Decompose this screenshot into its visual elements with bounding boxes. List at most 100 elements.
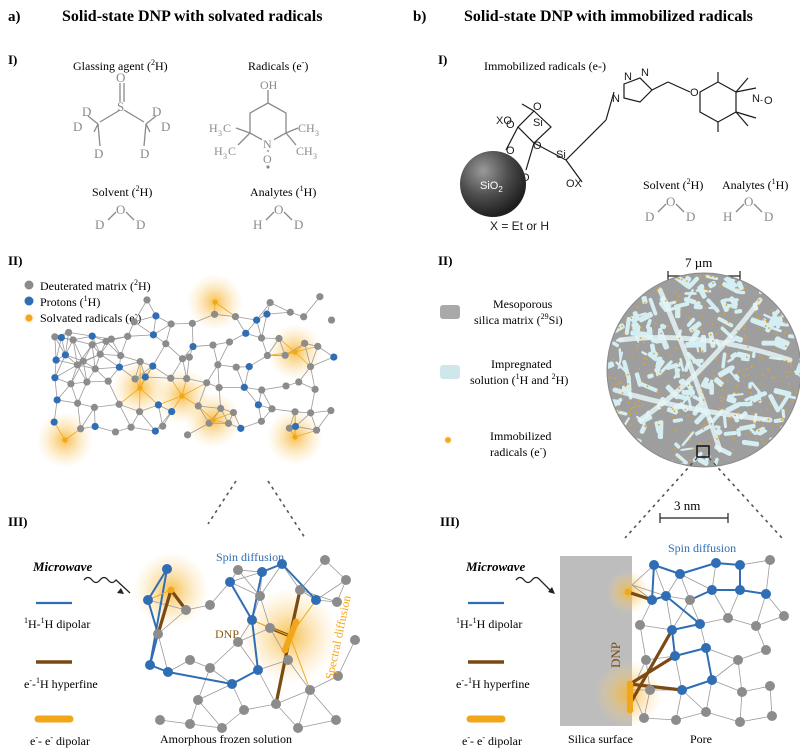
- panel-b-section-1: I): [438, 52, 447, 67]
- panel-a-section-1: I): [8, 52, 17, 67]
- deuterated-node: [229, 408, 238, 417]
- svg-text:O: O: [690, 87, 699, 99]
- deuterated-node: [104, 377, 112, 385]
- radical-node: [167, 586, 175, 594]
- deuterated-node: [327, 407, 335, 415]
- proton-node: [57, 333, 65, 342]
- deuterated-node: [225, 338, 234, 346]
- svg-text:D: D: [140, 146, 149, 161]
- svg-text:D: D: [82, 104, 91, 119]
- proton-node: [237, 424, 245, 432]
- deuterated-node: [136, 357, 144, 366]
- proton-node: [91, 422, 99, 431]
- svg-text:H: H: [253, 217, 262, 232]
- svg-text:CH: CH: [296, 144, 313, 158]
- legend-protons: Protons (1H): [40, 294, 100, 309]
- svg-text:S: S: [117, 99, 124, 114]
- svg-text:O: O: [521, 172, 530, 184]
- deuterated-node: [69, 336, 77, 344]
- svg-text:N: N: [624, 71, 632, 83]
- panel-b-section-3: III): [440, 514, 460, 529]
- deuterated-node: [183, 431, 192, 439]
- zoom-line-right-b: [708, 457, 783, 539]
- ox-label: OX: [566, 178, 583, 190]
- deuterated-node: [312, 426, 321, 434]
- panel-a-letter: a): [8, 9, 21, 25]
- proton-node: [154, 401, 162, 409]
- proton-node: [50, 418, 58, 426]
- radical-node: [179, 393, 185, 399]
- deuterated-node: [295, 378, 303, 386]
- deuterated-node: [143, 296, 151, 304]
- deuterated-node: [327, 316, 336, 324]
- legend-radicals: Solvated radicals (e-): [40, 310, 141, 325]
- deuterated-node: [77, 425, 85, 433]
- svg-text:O: O: [116, 70, 125, 85]
- svg-text:Impregnated: Impregnated: [491, 357, 552, 371]
- zoom-box: [696, 445, 710, 458]
- deuterated-node: [217, 404, 225, 413]
- svg-text:Si: Si: [533, 117, 543, 129]
- deuterated-node: [135, 408, 144, 416]
- radical-node: [626, 706, 634, 714]
- svg-text:O: O: [263, 152, 272, 166]
- spin-diffusion-label-a: Spin diffusion: [216, 550, 284, 564]
- svg-text:D: D: [136, 217, 145, 232]
- dmso-atoms: O S D D D D D D: [73, 70, 170, 161]
- deuterated-node: [127, 423, 135, 431]
- deuterated-node: [188, 319, 196, 327]
- proton-node: [141, 373, 149, 381]
- svg-text:-: -: [760, 95, 763, 105]
- svg-text:O: O: [666, 194, 675, 209]
- deuterated-node: [167, 374, 175, 382]
- deuterated-node: [314, 342, 322, 350]
- zoom-line-left-a: [207, 480, 237, 525]
- svg-text:D: D: [95, 217, 104, 232]
- deuterated-node: [124, 332, 132, 340]
- radical-node: [626, 680, 634, 688]
- deuterated-node: [107, 335, 115, 343]
- deuterated-node: [115, 400, 123, 408]
- radical-node: [292, 434, 298, 440]
- legend-deuterated: Deuterated matrix (2H): [40, 278, 151, 293]
- radical-node: [210, 417, 216, 423]
- svg-text:D: D: [161, 119, 170, 134]
- deuterated-node: [275, 334, 283, 343]
- microwave-label-b: Microwave: [465, 559, 525, 574]
- panel-a-title: Solid-state DNP with solvated radicals: [62, 8, 322, 25]
- silica-surface-label: Silica surface: [568, 732, 633, 746]
- radical-node: [137, 385, 143, 391]
- svg-text:H: H: [214, 144, 223, 158]
- deuterated-marker: [24, 280, 34, 290]
- deuterated-node: [83, 378, 91, 386]
- deuterated-node: [257, 417, 266, 425]
- proton-node: [263, 310, 271, 318]
- deuterated-node: [131, 375, 139, 383]
- silica-sphere: [460, 151, 526, 217]
- proton-node: [115, 363, 123, 371]
- radicals-label: Radicals (e-): [248, 58, 308, 73]
- panel-b-section-2: II): [438, 253, 452, 268]
- deuterated-node: [263, 351, 271, 360]
- deuterated-node: [291, 408, 299, 416]
- svg-text:N: N: [752, 93, 760, 105]
- panel-a-section-3: III): [8, 514, 28, 529]
- radical-node: [281, 646, 289, 654]
- svg-text:3: 3: [313, 152, 317, 161]
- deuterated-node: [167, 320, 175, 328]
- zoom-network-a: [133, 552, 360, 733]
- svg-text:D: D: [764, 209, 773, 224]
- radical-node: [292, 618, 300, 626]
- proton-node: [189, 342, 197, 351]
- deuterated-node: [178, 355, 187, 363]
- zoom-network-b: [594, 555, 789, 728]
- proton-node: [88, 332, 96, 340]
- deuterated-node: [73, 361, 81, 369]
- deuterated-node: [185, 353, 193, 361]
- deuterated-node: [130, 318, 138, 326]
- proton-node: [254, 401, 263, 409]
- glassing-agent-label: Glassing agent (2H): [73, 58, 168, 73]
- deuterated-node: [231, 313, 240, 321]
- svg-text:D: D: [94, 146, 103, 161]
